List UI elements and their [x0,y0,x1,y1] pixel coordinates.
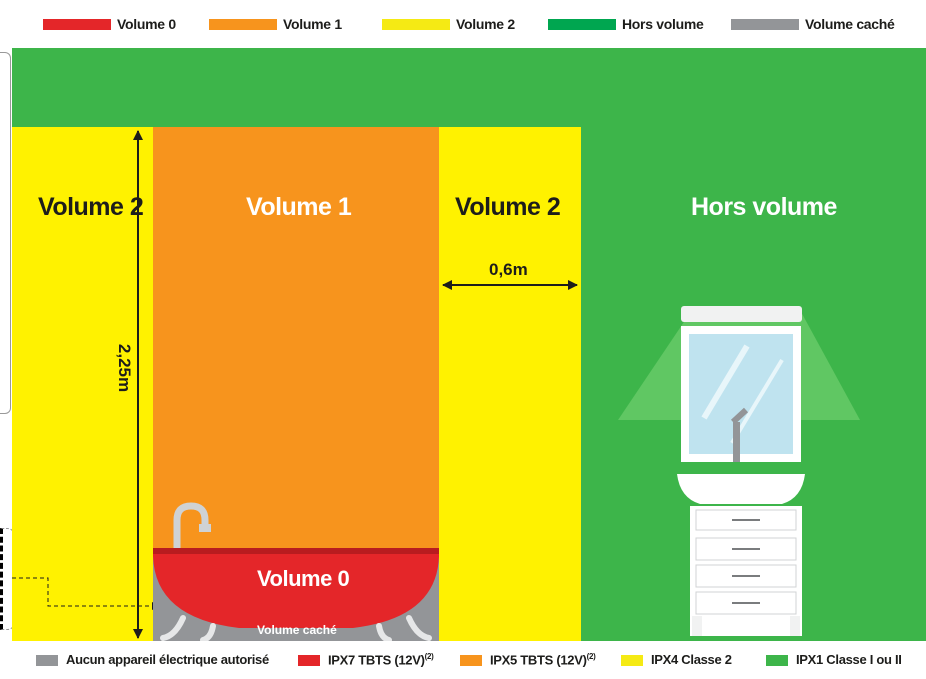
legend-label: IPX1 Classe I ou II [796,652,902,667]
washstand-illustration [618,306,860,636]
legend-label: Hors volume [622,16,704,32]
legend-label: Volume 2 [456,16,515,32]
wall-light-icon [681,306,802,322]
legend-swatch [766,655,788,666]
zone-label-volume2-right: Volume 2 [455,193,561,221]
washbasin-icon [677,474,805,504]
faucet-icon [733,422,740,462]
legend-label: Aucun appareil électrique autorisé [66,652,269,667]
bathtub-icon [153,502,439,641]
faucet-icon [173,502,209,560]
height-dimension-label: 2,25m [115,343,135,393]
volume2-left-zone [12,127,153,641]
zone-label-volume-cache: Volume caché [257,623,337,637]
legend-swatch [621,655,643,666]
zone-label-hors-volume: Hors volume [691,193,837,221]
cache-pointer [12,577,152,607]
legend-label: Volume 1 [283,16,342,32]
side-frame-top [0,52,11,414]
legend-bottom: Aucun appareil électrique autorisé IPX7 … [0,641,926,679]
legend-label: Volume 0 [117,16,176,32]
legend-swatch [36,655,58,666]
legend-swatch [298,655,320,666]
legend-swatch [731,19,799,30]
bathroom-scene: Volume 2 Volume 1 Volume 2 Hors volume 2… [12,48,926,641]
legend-label: IPX5 TBTS (12V)(2) [490,652,596,668]
legend-swatch [382,19,450,30]
legend-swatch [460,655,482,666]
legend-label: IPX7 TBTS (12V)(2) [328,652,434,668]
legend-swatch [43,19,111,30]
legend-top: Volume 0 Volume 1 Volume 2 Hors volume V… [0,0,926,48]
zone-label-volume1: Volume 1 [246,193,352,221]
zone-label-volume2-left: Volume 2 [38,193,144,221]
volume2-right-zone [439,127,581,641]
legend-swatch [209,19,277,30]
legend-label: Volume caché [805,16,895,32]
legend-swatch [548,19,616,30]
legend-label: IPX4 Classe 2 [651,652,732,667]
width-dimension-label: 0,6m [489,260,528,279]
zone-label-volume0: Volume 0 [257,566,350,591]
